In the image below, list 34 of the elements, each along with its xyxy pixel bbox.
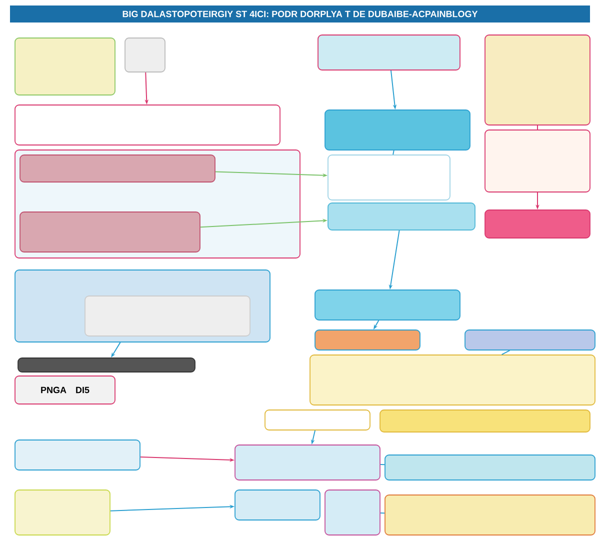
title-banner: BIG DALASTOPOTEIRGIY ST 4ICI: PODR DORPLYA T DE DUBAIBE-ACPAINBLOGY: [10, 6, 590, 22]
panel-box: [328, 154, 450, 200]
panel-box: [324, 490, 380, 536]
panel-box: [384, 494, 596, 536]
panel-box: [18, 358, 196, 372]
panel-box: [384, 454, 596, 480]
panel-box: [124, 38, 166, 72]
panel-box: [310, 354, 596, 406]
connector: [537, 124, 538, 130]
panel-box: [14, 38, 116, 96]
panel-box: [234, 490, 320, 520]
connector: [392, 150, 394, 156]
panel-box: [324, 110, 470, 150]
panel-box: [318, 34, 460, 70]
panel-box: [84, 296, 250, 336]
panel-box: [14, 104, 280, 146]
connector: [501, 350, 510, 356]
panel-box: [328, 202, 476, 230]
panel-box: [14, 440, 140, 470]
panel-box: [234, 444, 380, 480]
panel-box: [14, 490, 110, 536]
panel-box: [484, 130, 590, 192]
panel-box: [20, 154, 216, 182]
info-box: PNGA DI5: [14, 376, 116, 404]
panel-box: [20, 212, 200, 252]
panel-box: [314, 290, 460, 320]
panel-box: [484, 210, 590, 238]
panel-box: [484, 34, 590, 126]
panel-box: [464, 330, 596, 350]
panel-box: [314, 330, 420, 350]
connector: [380, 464, 386, 466]
panel-box: [380, 410, 590, 432]
connector: [380, 512, 386, 514]
panel-box: [264, 410, 370, 430]
